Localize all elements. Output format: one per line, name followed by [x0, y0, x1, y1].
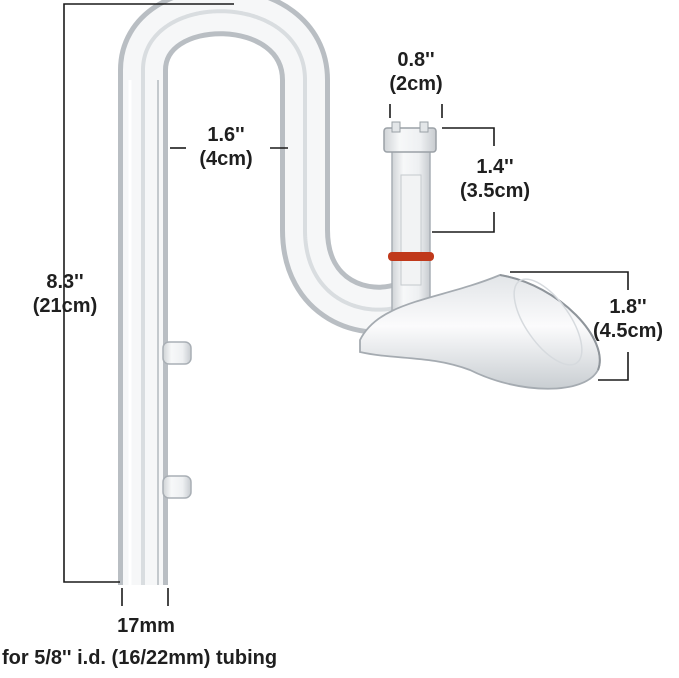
height-metric: (21cm): [32, 295, 98, 317]
glass-tube: [118, 0, 414, 585]
outlet-bowl: [359, 274, 601, 390]
outlet-imperial: 1.8'': [609, 296, 647, 318]
bend-width-imperial: 1.6'': [207, 124, 245, 146]
skimmer-length-metric: (3.5cm): [459, 180, 531, 202]
bend-width-label: 1.6'' (4cm): [176, 123, 276, 171]
skimmer-length-imperial: 1.4'': [476, 156, 514, 178]
skimmer-top-metric: (2cm): [389, 73, 443, 95]
outlet-label: 1.8'' (4.5cm): [578, 295, 678, 343]
o-ring: [388, 252, 434, 261]
bend-width-metric: (4cm): [199, 148, 253, 170]
outlet-metric: (4.5cm): [592, 320, 664, 342]
skimmer-top-label: 0.8'' (2cm): [366, 48, 466, 96]
skimmer-length-label: 1.4'' (3.5cm): [440, 155, 550, 203]
skimmer-top-imperial: 0.8'': [397, 49, 435, 71]
tube-diameter-label: 17mm: [117, 615, 175, 637]
height-label: 8.3'' (21cm): [10, 270, 120, 318]
tubing-caption: for 5/8'' i.d. (16/22mm) tubing: [2, 647, 278, 669]
height-imperial: 8.3'': [46, 271, 84, 293]
tube-nubs: [162, 341, 192, 499]
dimension-lines: [63, 3, 629, 606]
